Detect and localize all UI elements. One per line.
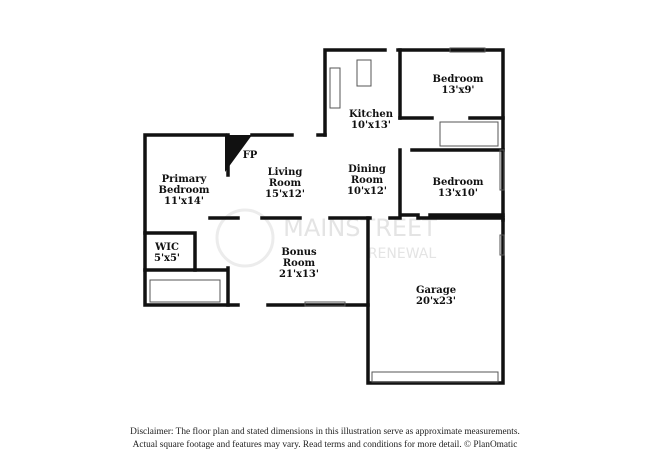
room-name: Room — [269, 178, 302, 189]
room-name: Bonus — [281, 247, 317, 258]
room-name: Garage — [416, 285, 456, 296]
room-size: 10'x12' — [347, 186, 387, 197]
room-name: Bedroom — [433, 74, 484, 85]
room-name: WIC — [154, 242, 179, 253]
room-name: Primary — [162, 174, 208, 185]
room-name: Bedroom — [433, 177, 484, 188]
room-size: 20'x23' — [416, 296, 456, 307]
room-size: 21'x13' — [279, 269, 319, 280]
room-size: 11'x14' — [164, 196, 204, 207]
room-size: 5'x5' — [154, 253, 180, 264]
room-size: 13'x10' — [438, 188, 478, 199]
room-name: Living — [268, 167, 303, 178]
fixtures — [149, 47, 505, 383]
room-size: 15'x12' — [265, 189, 305, 200]
room-name: Room — [283, 258, 316, 269]
watermark-line-2: RENEWAL — [368, 246, 437, 262]
fireplace — [225, 135, 252, 172]
room-name: Bedroom — [159, 185, 210, 196]
room-size: 13'x9' — [442, 85, 475, 96]
disclaimer-line-1: Disclaimer: The floor plan and stated di… — [130, 427, 520, 437]
room-size: 10'x13' — [351, 120, 391, 131]
fireplace-label: FP — [243, 150, 258, 161]
watermark-logo: MAINSTREET RENEWAL — [215, 208, 437, 268]
disclaimer-line-2: Actual square footage and features may v… — [132, 440, 518, 450]
room-name: Dining — [348, 164, 386, 175]
room-name: Room — [351, 175, 384, 186]
room-name: Kitchen — [349, 109, 394, 120]
